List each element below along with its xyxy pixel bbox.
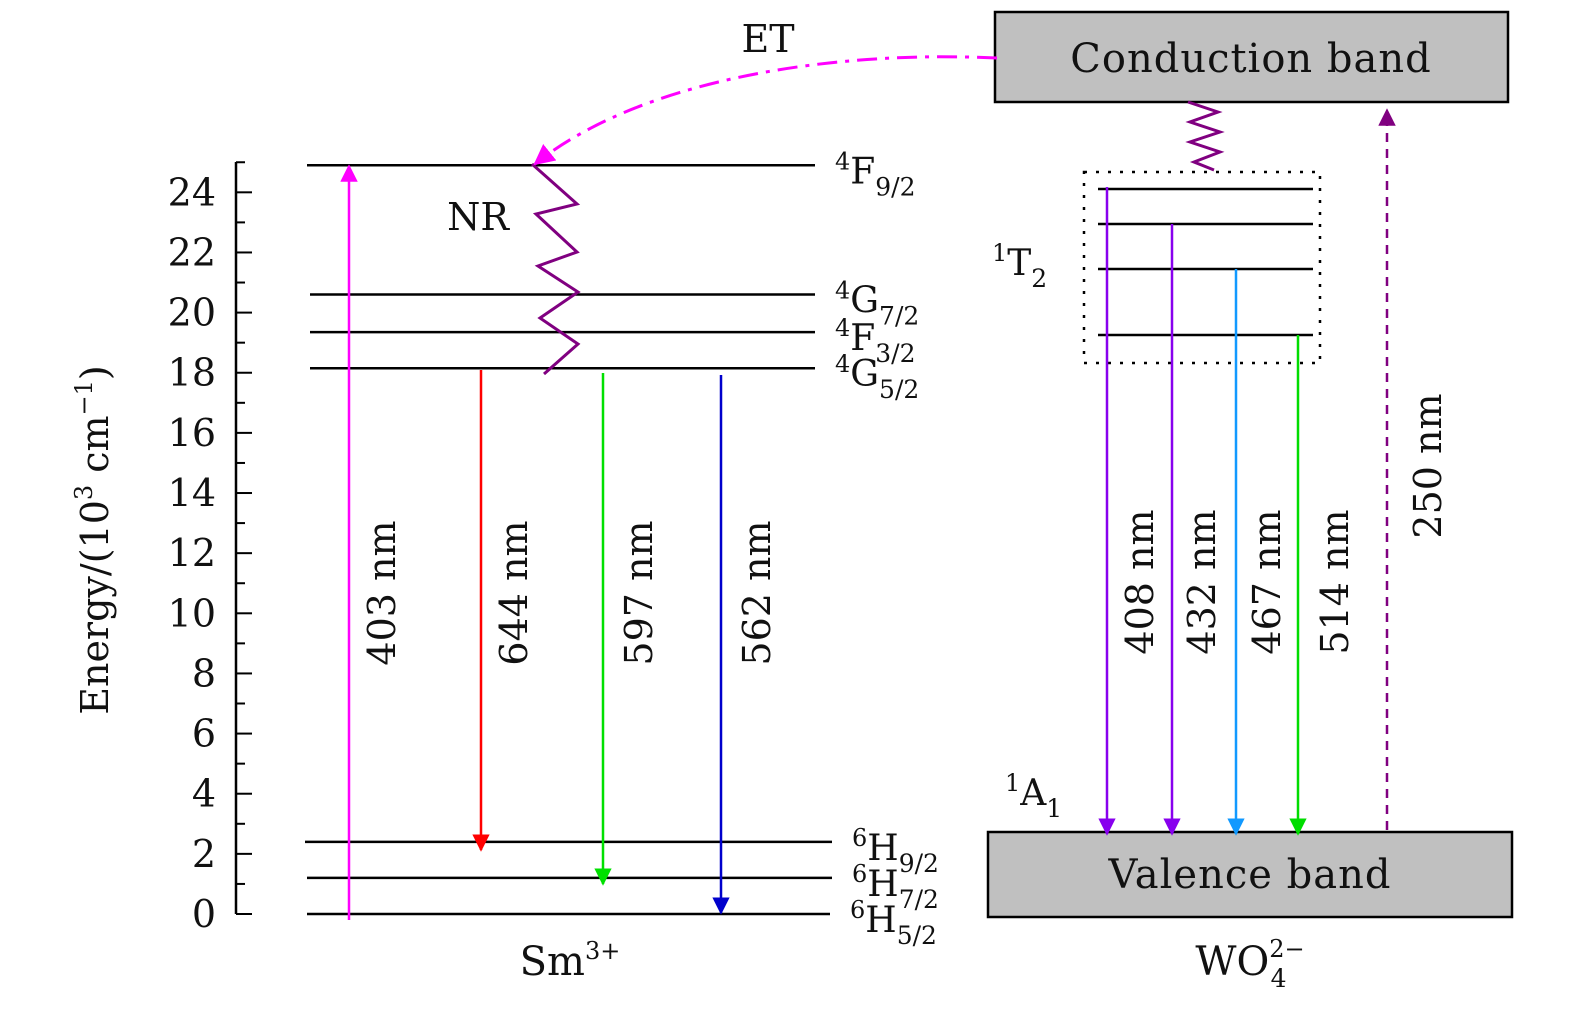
transition-432-label: 432 nm (1180, 509, 1224, 654)
t2-state-box (1082, 170, 1322, 365)
axis-tick-label: 0 (192, 892, 216, 936)
level-label: 4G5/2 (835, 350, 919, 404)
axis-tick-label: 10 (168, 591, 216, 635)
conduction-band-label: Conduction band (1070, 36, 1431, 82)
sm-species-label: Sm3+ (520, 937, 621, 985)
excitation-250-label: 250 nm (1406, 393, 1450, 538)
axis-tick-label: 16 (168, 411, 216, 455)
axis-tick-label: 2 (192, 832, 216, 876)
axis-tick-label: 8 (192, 651, 216, 695)
t2-label: 1T2 (992, 239, 1047, 293)
level-label: 4F9/2 (835, 147, 916, 201)
t2-sublevels (1098, 187, 1313, 337)
level-label: 6H7/2 (852, 860, 939, 914)
transition-403-label: 403 nm (360, 520, 404, 665)
wo4-transitions: 408 nm 432 nm 467 nm 514 nm (1098, 187, 1357, 836)
axis-tick-label: 18 (168, 351, 216, 395)
transition-597-label: 597 nm (617, 520, 661, 665)
a1-label: 1A1 (1005, 769, 1062, 823)
nr-label: NR (447, 195, 510, 239)
level-label: 4F3/2 (835, 314, 916, 368)
axis-tick-label: 14 (168, 471, 216, 515)
sm-transitions: 403 nm 644 nm 597 nm 562 nm (340, 164, 779, 920)
energy-transfer-arrow (533, 55, 998, 166)
axis-tick-label: 12 (168, 531, 216, 575)
valence-band-box (986, 830, 1514, 919)
transition-514-label: 514 nm (1313, 509, 1357, 654)
axis-tick-label: 6 (192, 712, 216, 756)
cb-relaxation-zigzag (1185, 100, 1225, 172)
level-label: 6H9/2 (852, 824, 939, 878)
axis-tick-label: 24 (168, 170, 216, 214)
level-label: 6H5/2 (850, 896, 937, 950)
axis-tick-label: 4 (192, 772, 216, 816)
nr-zigzag (531, 162, 581, 376)
axis-title: Energy/(103 cm−1) (70, 365, 117, 715)
valence-band-label: Valence band (1108, 852, 1392, 898)
transition-562-label: 562 nm (735, 520, 779, 665)
transition-408-label: 408 nm (1118, 509, 1162, 654)
axis-tick-label: 22 (168, 230, 216, 274)
transition-644-label: 644 nm (492, 520, 536, 665)
et-label: ET (741, 17, 794, 61)
transition-467-label: 467 nm (1245, 509, 1289, 654)
wo4-species-label: WO2−4 (1195, 935, 1304, 993)
level-label: 4G7/2 (835, 277, 919, 331)
axis-tick-label: 20 (168, 291, 216, 335)
